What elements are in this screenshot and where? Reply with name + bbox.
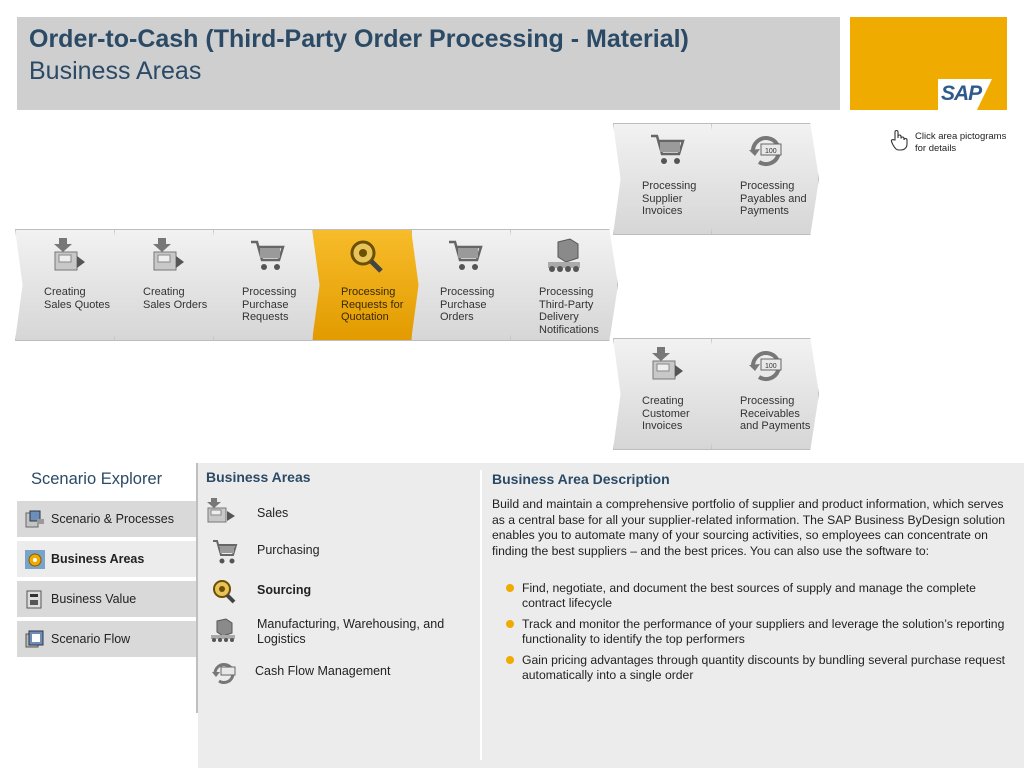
step-label: Creating Customer Invoices (642, 395, 690, 432)
registered-mark: ® (984, 100, 990, 107)
business-value-icon (26, 590, 42, 609)
step-processing-third-party-delivery-notifications[interactable]: Processing Third-Party Delivery Notifica… (510, 229, 618, 341)
magnifier-gear-icon (213, 580, 236, 604)
description-bullets: Find, negotiate, and document the best s… (506, 581, 1014, 689)
area-label: Manufacturing, Warehousing, and Logistic… (257, 617, 445, 646)
step-processing-purchase-requests[interactable]: Processing Purchase Requests (213, 229, 321, 341)
money-cycle-icon: 100 (749, 136, 782, 166)
area-label: Cash Flow Management (255, 664, 391, 678)
area-purchasing[interactable]: Purchasing (205, 538, 475, 572)
step-label: Processing Purchase Orders (440, 286, 495, 323)
sap-logo-area: SAP ® (850, 17, 1007, 110)
nav-label: Business Value (51, 592, 137, 606)
sap-logo-text: SAP (941, 82, 982, 105)
nav-business-value[interactable]: Business Value (17, 581, 197, 618)
svg-text:100: 100 (765, 363, 777, 370)
shopping-cart-icon (651, 134, 685, 164)
bullet-text: Find, negotiate, and document the best s… (522, 581, 976, 610)
magnifier-gear-icon (350, 240, 383, 273)
svg-text:100: 100 (765, 148, 777, 155)
hint-text: Click area pictograms for details (915, 131, 1007, 154)
shopping-cart-icon (213, 540, 238, 564)
money-cycle-icon (212, 663, 236, 684)
step-label: Processing Requests for Quotation (341, 286, 404, 323)
step-processing-supplier-invoices[interactable]: Processing Supplier Invoices (613, 123, 721, 235)
page-title: Order-to-Cash (Third-Party Order Process… (29, 25, 689, 53)
area-label: Sales (257, 506, 289, 520)
content-panel (198, 463, 1024, 768)
step-creating-customer-invoices[interactable]: Creating Customer Invoices (613, 338, 721, 450)
header-bar: Order-to-Cash (Third-Party Order Process… (17, 17, 840, 110)
step-label: Creating Sales Orders (143, 286, 208, 311)
explorer-divider (196, 463, 198, 713)
step-label: Processing Purchase Requests (242, 286, 297, 323)
shopping-cart-icon (449, 240, 483, 270)
step-label: Processing Receivables and Payments (740, 395, 811, 432)
nav-label: Business Areas (51, 552, 145, 566)
step-label: Processing Supplier Invoices (642, 180, 697, 217)
bullet-text: Gain pricing advantages through quantity… (522, 653, 1006, 682)
nav-scenario-flow[interactable]: Scenario Flow (17, 621, 197, 658)
step-processing-payables-and-payments[interactable]: 100 Processing Payables and Payments (711, 123, 819, 235)
area-label: Purchasing (257, 543, 320, 557)
business-area-description-text: Build and maintain a comprehensive portf… (492, 497, 1006, 558)
step-creating-sales-orders[interactable]: Creating Sales Orders (114, 229, 222, 341)
document-box-icon (652, 347, 683, 380)
page-subtitle: Business Areas (29, 57, 202, 85)
document-box-icon (153, 238, 184, 271)
description-bullet: Gain pricing advantages through quantity… (506, 653, 1014, 682)
area-manufacturing-warehousing-logistics[interactable]: Manufacturing, Warehousing, and Logistic… (205, 615, 475, 649)
business-area-description-title: Business Area Description (492, 471, 670, 487)
panel-separator (480, 470, 482, 760)
shopping-cart-icon (251, 240, 285, 270)
step-label: Processing Payables and Payments (740, 180, 807, 217)
bullet-text: Track and monitor the performance of you… (522, 617, 1005, 646)
description-bullet: Track and monitor the performance of you… (506, 617, 1014, 646)
document-box-icon (54, 238, 85, 271)
money-cycle-icon: 100 (749, 351, 782, 381)
step-label: Processing Third-Party Delivery Notifica… (539, 286, 599, 336)
step-label: Creating Sales Quotes (44, 286, 111, 311)
nav-label: Scenario Flow (51, 632, 131, 646)
scenario-explorer-title: Scenario Explorer (31, 470, 163, 488)
conveyor-box-icon (548, 238, 580, 272)
description-bullet: Find, negotiate, and document the best s… (506, 581, 1014, 610)
area-sourcing[interactable]: Sourcing (205, 578, 475, 612)
area-sales[interactable]: Sales (205, 498, 475, 532)
nav-business-areas[interactable]: Business Areas (17, 541, 197, 578)
area-cash-flow-management[interactable]: Cash Flow Management (205, 658, 475, 692)
business-areas-title: Business Areas (206, 469, 311, 485)
business-areas-icon (25, 550, 45, 569)
scenario-flow-icon (25, 630, 44, 648)
nav-scenario-processes[interactable]: Scenario & Processes (17, 501, 197, 538)
step-processing-purchase-orders[interactable]: Processing Purchase Orders (411, 229, 519, 341)
area-label: Sourcing (257, 583, 312, 597)
bullet-dot (506, 656, 514, 664)
sap-logo: SAP ® (938, 79, 992, 110)
bullet-dot (506, 584, 514, 592)
conveyor-box-icon (211, 618, 235, 642)
step-processing-receivables-and-payments[interactable]: 100 Processing Receivables and Payments (711, 338, 819, 450)
document-box-icon (207, 498, 235, 523)
scenario-processes-icon (25, 510, 44, 528)
nav-label: Scenario & Processes (51, 512, 174, 526)
bullet-dot (506, 620, 514, 628)
step-processing-requests-for-quotation[interactable]: Processing Requests for Quotation (312, 229, 420, 341)
hand-pointer-icon (890, 130, 908, 151)
step-creating-sales-quotes[interactable]: Creating Sales Quotes (15, 229, 123, 341)
